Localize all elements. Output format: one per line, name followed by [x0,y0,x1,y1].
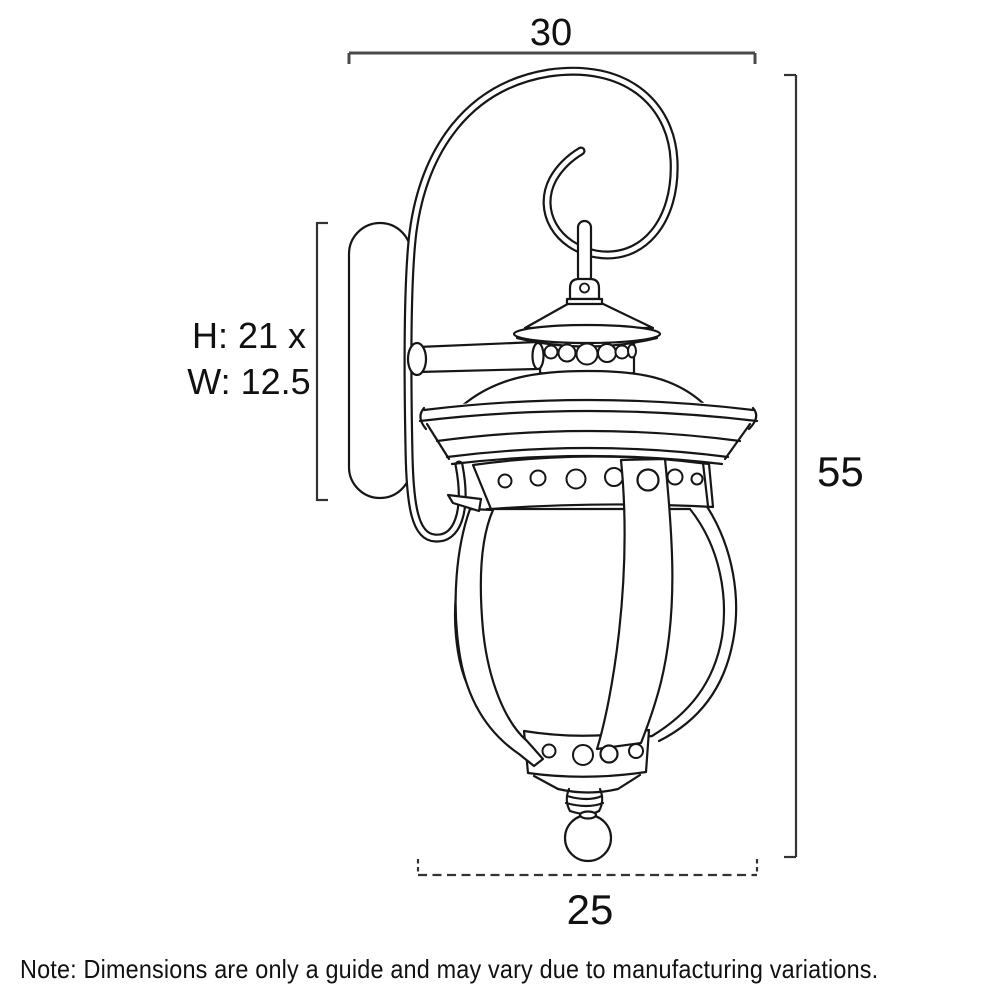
vent-holes [543,342,637,366]
middle-cage-strap [595,457,674,751]
dimension-lines [315,73,798,877]
dimension-line-left [315,221,328,502]
bottom-collar-holes [541,743,644,766]
note-text: Note: Dimensions are only a guide and ma… [20,954,879,984]
bottom-width-label: 25 [567,886,614,933]
cap-rim [512,323,662,345]
lid-brim [419,398,757,459]
bracket-step [565,297,604,306]
dome-lid [460,369,708,408]
lantern-drawing [347,66,759,863]
dimension-line-top [347,51,757,64]
band-right-inner-edge [701,461,710,508]
overall-height-label: 55 [817,448,864,495]
bracket-hole [579,282,590,294]
dimension-line-bottom [416,859,759,877]
dimension-line-right [784,73,798,859]
arm-pivot-knob [406,341,428,377]
dimension-labels: 30 55 H: 21 x W: 12.5 25 [187,12,863,933]
arm-socket [531,341,545,371]
support-arm [416,340,539,374]
strap-rivet-bottom [599,744,619,764]
left-cage-strap [454,507,545,768]
backplate-height-label: H: 21 x [192,315,306,356]
ball-finial [563,813,613,863]
strap-rivet-top [636,468,660,492]
hanging-stem [576,219,593,285]
wall-backplate [347,221,413,500]
scroll-arm-core [405,69,677,541]
leaf-bracket [446,493,483,513]
base-and-neck [532,773,642,816]
ball-neck-joint [578,810,598,820]
top-width-label: 30 [530,12,572,54]
backplate-width-label: W: 12.5 [187,361,310,402]
right-strap-outer-edge [657,503,738,743]
